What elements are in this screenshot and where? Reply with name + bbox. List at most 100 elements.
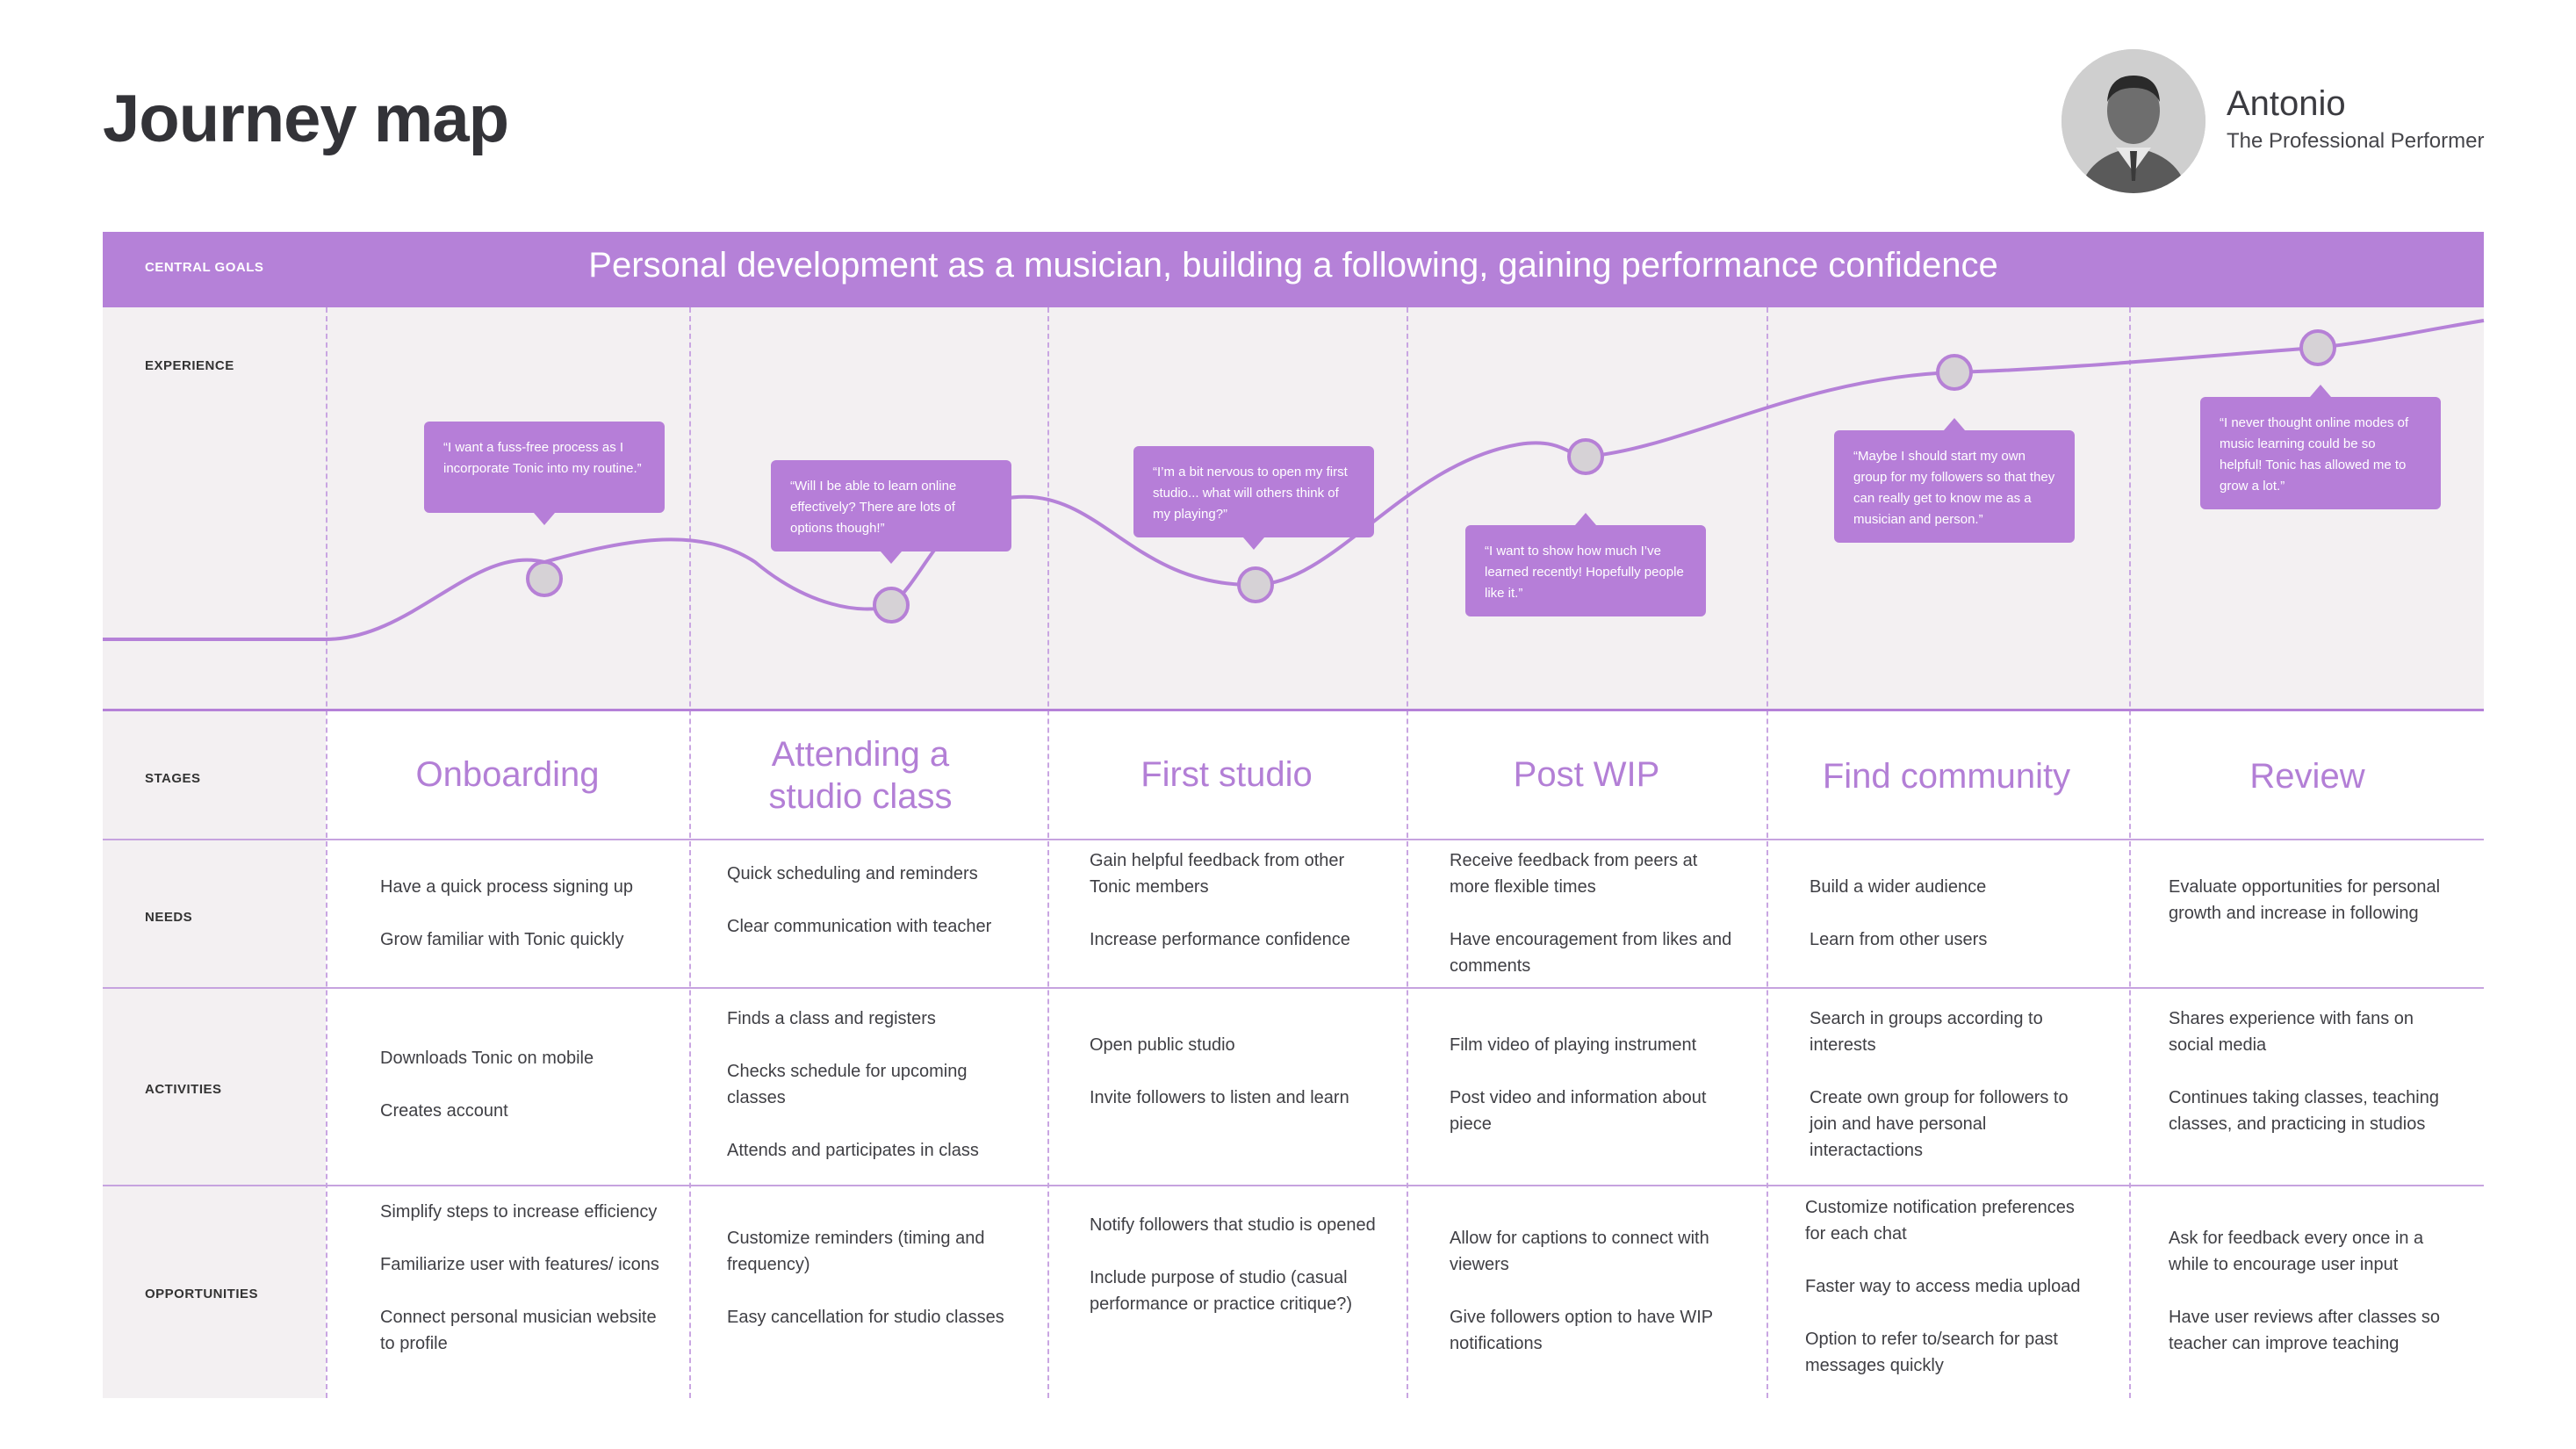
persona-role: The Professional Performer	[2227, 129, 2485, 153]
opportunity-item: Give followers option to have WIP notifi…	[1450, 1308, 1713, 1353]
opportunity-item: Faster way to access media upload	[1805, 1277, 2081, 1296]
row-label-activities: ACTIVITIES	[145, 1082, 222, 1097]
experience-quote: “I’m a bit nervous to open my first stud…	[1133, 446, 1374, 550]
avatar	[2062, 49, 2205, 193]
activity-item: Creates account	[380, 1101, 508, 1121]
opportunity-item: Allow for captions to connect with viewe…	[1450, 1229, 1709, 1274]
activity-item: Shares experience with fans on social me…	[2169, 1009, 2414, 1055]
row-divider	[103, 839, 2484, 840]
row-divider	[103, 1185, 2484, 1186]
stage-onboarding: Onboarding	[415, 755, 600, 794]
activities-first-studio: Open public studio Invite followers to l…	[1090, 1032, 1379, 1111]
opportunity-item: Customize reminders (timing and frequenc…	[727, 1229, 985, 1274]
experience-node-post-wip	[1567, 438, 1604, 475]
needs-first-studio: Gain helpful feedback from other Tonic m…	[1090, 847, 1379, 953]
experience-nodes	[526, 329, 2336, 624]
needs-attending-class: Quick scheduling and reminders Clear com…	[727, 861, 1017, 940]
person-portrait-icon	[2062, 49, 2205, 193]
activity-item: Film video of playing instrument	[1450, 1035, 1697, 1055]
column-divider	[2129, 307, 2131, 1398]
needs-onboarding: Have a quick process signing up Grow fam…	[380, 874, 670, 953]
opportunity-item: Customize notification preferences for e…	[1805, 1198, 2075, 1244]
opportunity-item: Include purpose of studio (casual perfor…	[1090, 1268, 1353, 1314]
activities-onboarding: Downloads Tonic on mobile Creates accoun…	[380, 1045, 670, 1124]
experience-divider	[103, 709, 2484, 711]
experience-quote: “I never thought online modes of music l…	[2200, 385, 2441, 509]
opportunity-item: Easy cancellation for studio classes	[727, 1308, 1004, 1327]
experience-node-find-community	[1936, 354, 1973, 391]
activities-find-community: Search in groups according to interests …	[1810, 1006, 2099, 1164]
column-divider	[1047, 307, 1049, 1398]
activity-item: Downloads Tonic on mobile	[380, 1049, 594, 1068]
experience-node-onboarding	[526, 560, 563, 597]
opportunity-item: Simplify steps to increase efficiency	[380, 1202, 658, 1222]
column-divider	[1767, 307, 1768, 1398]
page-title: Journey map	[103, 82, 509, 156]
experience-label: EXPERIENCE	[145, 358, 234, 373]
persona-name: Antonio	[2227, 84, 2346, 123]
activity-item: Open public studio	[1090, 1035, 1235, 1055]
activity-item: Post video and information about piece	[1450, 1088, 1707, 1134]
activities-attending-class: Finds a class and registers Checks sched…	[727, 1006, 1017, 1164]
row-label-needs: NEEDS	[145, 910, 193, 925]
opportunities-attending-class: Customize reminders (timing and frequenc…	[727, 1225, 1017, 1330]
row-divider	[103, 987, 2484, 989]
stage-first-studio: First studio	[1140, 755, 1313, 794]
need-item: Clear communication with teacher	[727, 917, 992, 936]
stage-attending-studio-class-label: Attending a studio class	[768, 735, 953, 816]
stage-post-wip: Post WIP	[1513, 755, 1660, 794]
stage-review: Review	[2249, 757, 2365, 796]
experience-quote: “I want to show how much I’ve learned re…	[1465, 513, 1706, 616]
activity-item: Search in groups according to interests	[1810, 1009, 2043, 1055]
stage-find-community: Find community	[1822, 757, 2071, 796]
needs-post-wip: Receive feedback from peers at more flex…	[1450, 847, 1739, 979]
need-item: Learn from other users	[1810, 930, 1988, 949]
opportunity-item: Notify followers that studio is opened	[1090, 1215, 1376, 1235]
need-item: Quick scheduling and reminders	[727, 864, 978, 883]
central-goals-band: CENTRAL GOALS Personal development as a …	[103, 232, 2484, 307]
column-divider	[689, 307, 691, 1398]
opportunities-onboarding: Simplify steps to increase efficiency Fa…	[380, 1199, 670, 1357]
stage-attending-studio-class: Attending a studio class	[685, 733, 1036, 818]
opportunity-item: Familiarize user with features/ icons	[380, 1255, 659, 1274]
opportunities-first-studio: Notify followers that studio is opened I…	[1090, 1212, 1379, 1317]
needs-review: Evaluate opportunities for personal grow…	[2169, 874, 2458, 926]
opportunity-item: Have user reviews after classes so teach…	[2169, 1308, 2441, 1353]
column-divider	[326, 307, 327, 1398]
row-label-column	[103, 710, 326, 1398]
opportunity-item: Connect personal musician website to pro…	[380, 1308, 657, 1353]
central-goals-text: Personal development as a musician, buil…	[588, 246, 1998, 285]
activities-review: Shares experience with fans on social me…	[2169, 1006, 2458, 1137]
need-item: Grow familiar with Tonic quickly	[380, 930, 624, 949]
row-label-stages: STAGES	[145, 771, 201, 786]
activity-item: Continues taking classes, teaching class…	[2169, 1088, 2439, 1134]
experience-quote: “I want a fuss-free process as I incorpo…	[424, 422, 665, 525]
need-item: Receive feedback from peers at more flex…	[1450, 851, 1698, 897]
need-item: Have encouragement from likes and commen…	[1450, 930, 1732, 976]
activity-item: Invite followers to listen and learn	[1090, 1088, 1349, 1107]
experience-curve-chart	[103, 319, 2485, 641]
experience-node-review	[2299, 329, 2336, 366]
opportunities-find-community: Customize notification preferences for e…	[1805, 1194, 2095, 1379]
experience-node-first-studio	[1237, 566, 1274, 603]
experience-quote: “Maybe I should start my own group for m…	[1834, 418, 2075, 543]
experience-node-attending-class	[873, 587, 910, 624]
need-item: Gain helpful feedback from other Tonic m…	[1090, 851, 1345, 897]
activity-item: Checks schedule for upcoming classes	[727, 1062, 968, 1107]
opportunities-review: Ask for feedback every once in a while t…	[2169, 1225, 2458, 1357]
opportunity-item: Ask for feedback every once in a while t…	[2169, 1229, 2424, 1274]
need-item: Evaluate opportunities for personal grow…	[2169, 877, 2441, 923]
column-divider	[1407, 307, 1408, 1398]
activity-item: Create own group for followers to join a…	[1810, 1088, 2069, 1160]
need-item: Have a quick process signing up	[380, 877, 633, 897]
central-goals-label: CENTRAL GOALS	[145, 260, 264, 275]
opportunity-item: Option to refer to/search for past messa…	[1805, 1330, 2058, 1375]
activities-post-wip: Film video of playing instrument Post vi…	[1450, 1032, 1739, 1137]
experience-quote: “Will I be able to learn online effectiv…	[771, 460, 1011, 564]
activity-item: Attends and participates in class	[727, 1141, 979, 1160]
need-item: Build a wider audience	[1810, 877, 1987, 897]
row-label-opportunities: OPPORTUNITIES	[145, 1287, 259, 1301]
opportunities-post-wip: Allow for captions to connect with viewe…	[1450, 1225, 1739, 1357]
activity-item: Finds a class and registers	[727, 1009, 936, 1028]
needs-find-community: Build a wider audience Learn from other …	[1810, 874, 2099, 953]
